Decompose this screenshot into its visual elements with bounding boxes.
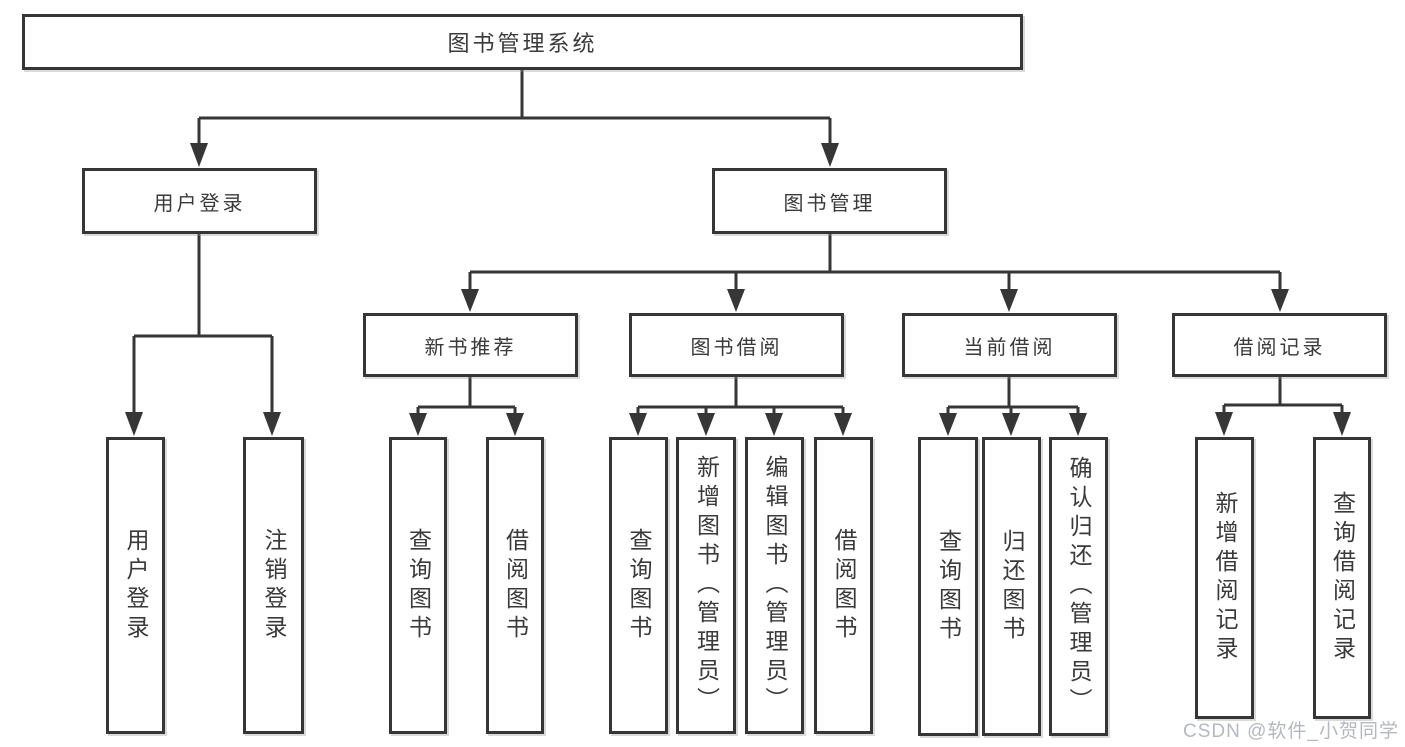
connectors: [132, 69, 1344, 416]
leaf-query-books-borrowing: 查询图书: [609, 437, 668, 734]
node-book-borrowing: 图书借阅: [629, 313, 844, 377]
node-label: 借阅记录: [1233, 336, 1326, 359]
leaf-query-borrow-record: 查询借阅记录: [1313, 437, 1371, 719]
node-label: 用户登录: [153, 192, 246, 215]
leaf-edit-books-admin: 编辑图书（管理员）: [745, 437, 804, 734]
leaf-label: 查询图书: [935, 528, 962, 645]
node-library-management-system: 图书管理系统: [22, 14, 1023, 70]
node-book-management: 图书管理: [712, 168, 947, 234]
leaf-label: 查询图书: [626, 527, 652, 644]
leaf-label: 归还图书: [999, 528, 1025, 645]
node-label: 新书推荐: [424, 336, 517, 359]
leaf-label: 新增图书（管理员）: [693, 455, 720, 716]
leaf-label: 新增借阅记录: [1212, 491, 1238, 665]
node-label: 图书管理: [783, 192, 876, 215]
leaf-label: 查询借阅记录: [1329, 491, 1356, 665]
leaf-confirm-return-admin: 确认归还（管理员）: [1049, 437, 1108, 736]
leaf-borrow-books-borrowing: 借阅图书: [814, 437, 873, 734]
leaf-label: 借阅图书: [502, 527, 529, 644]
arrowheads: [125, 143, 1351, 436]
node-borrowing-records: 借阅记录: [1172, 313, 1387, 377]
node-label: 当前借阅: [963, 336, 1056, 359]
leaf-user-login: 用户登录: [106, 437, 165, 734]
leaf-label: 查询图书: [405, 527, 432, 644]
leaf-label: 编辑图书（管理员）: [762, 455, 788, 716]
leaf-return-books: 归还图书: [982, 437, 1041, 736]
leaf-label: 用户登录: [123, 527, 149, 644]
node-new-book-recommend: 新书推荐: [363, 313, 578, 377]
node-current-borrowing: 当前借阅: [902, 313, 1117, 377]
leaf-logout-login: 注销登录: [243, 437, 304, 734]
node-label: 图书管理系统: [447, 31, 598, 56]
node-label: 图书借阅: [690, 336, 783, 359]
leaf-add-books-admin: 新增图书（管理员）: [676, 437, 736, 734]
leaf-label: 注销登录: [261, 527, 287, 644]
leaf-add-borrow-record: 新增借阅记录: [1195, 437, 1254, 719]
leaf-label: 确认归还（管理员）: [1066, 456, 1092, 717]
node-user-login: 用户登录: [82, 168, 317, 234]
leaf-query-books-newbook: 查询图书: [389, 437, 447, 734]
leaf-label: 借阅图书: [831, 527, 857, 644]
csdn-watermark: CSDN @软件_小贺同学: [1183, 721, 1399, 742]
leaf-borrow-books-newbook: 借阅图书: [486, 437, 544, 734]
leaf-query-books-current: 查询图书: [918, 437, 978, 736]
